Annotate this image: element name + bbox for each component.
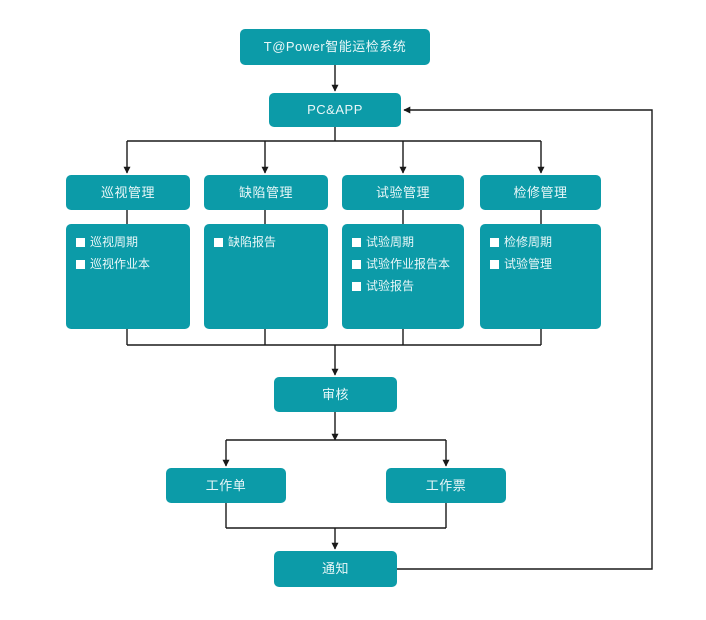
list-item[interactable]: 巡视周期 [76, 235, 190, 250]
list-item[interactable]: 试验报告 [352, 279, 464, 294]
node-module-maintenance[interactable]: 检修管理 [480, 175, 601, 210]
panel-module-defect: 缺陷报告 [204, 224, 328, 329]
node-review[interactable]: 审核 [274, 377, 397, 412]
square-bullet-icon [352, 238, 361, 247]
list-item-label: 缺陷报告 [228, 235, 277, 249]
square-bullet-icon [490, 238, 499, 247]
node-work-ticket[interactable]: 工作票 [386, 468, 506, 503]
list-item-label: 巡视周期 [90, 235, 139, 249]
list-item[interactable]: 试验周期 [352, 235, 464, 250]
list-item[interactable]: 检修周期 [490, 235, 601, 250]
list-item-label: 试验周期 [366, 235, 415, 249]
list-item-label: 检修周期 [504, 235, 553, 249]
node-notification[interactable]: 通知 [274, 551, 397, 587]
panel-module-inspection: 巡视周期 巡视作业本 [66, 224, 190, 329]
square-bullet-icon [214, 238, 223, 247]
node-work-order[interactable]: 工作单 [166, 468, 286, 503]
node-system-title[interactable]: T@Power智能运检系统 [240, 29, 430, 65]
list-item-label: 试验报告 [366, 279, 415, 293]
square-bullet-icon [76, 260, 85, 269]
square-bullet-icon [352, 260, 361, 269]
node-module-inspection[interactable]: 巡视管理 [66, 175, 190, 210]
list-item[interactable]: 巡视作业本 [76, 257, 190, 272]
list-item-label: 试验作业报告本 [366, 257, 451, 271]
list-item[interactable]: 试验作业报告本 [352, 257, 464, 272]
panel-module-maintenance: 检修周期 试验管理 [480, 224, 601, 329]
square-bullet-icon [76, 238, 85, 247]
panel-module-test: 试验周期 试验作业报告本 试验报告 [342, 224, 464, 329]
list-item-label: 试验管理 [504, 257, 553, 271]
list-item-label: 巡视作业本 [90, 257, 151, 271]
square-bullet-icon [490, 260, 499, 269]
node-pc-app[interactable]: PC&APP [269, 93, 401, 127]
list-item[interactable]: 缺陷报告 [214, 235, 328, 250]
square-bullet-icon [352, 282, 361, 291]
list-item[interactable]: 试验管理 [490, 257, 601, 272]
node-module-defect[interactable]: 缺陷管理 [204, 175, 328, 210]
node-module-test[interactable]: 试验管理 [342, 175, 464, 210]
